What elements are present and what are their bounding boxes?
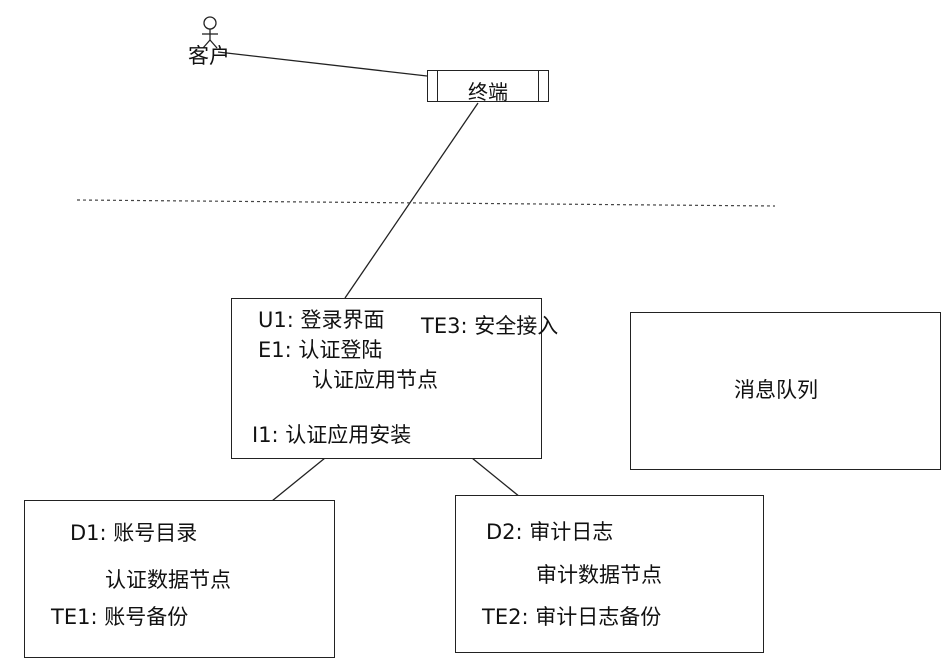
terminal-auth-app-connector <box>344 102 479 299</box>
terminal-node[interactable]: 终端 <box>427 70 549 104</box>
auth-app-item-i1: I1: 认证应用安装 <box>252 423 412 447</box>
audit-data-item-d2: D2: 审计日志 <box>486 520 614 544</box>
boundary-divider <box>76 199 776 207</box>
auth-data-item-te1: TE1: 账号备份 <box>51 605 189 629</box>
message-queue-node[interactable] <box>630 312 941 470</box>
terminal-label: 终端 <box>468 80 508 104</box>
auth-data-node[interactable] <box>24 500 335 658</box>
auth-app-node-name: 认证应用节点 <box>312 368 438 392</box>
audit-data-node-name: 审计数据节点 <box>536 563 662 587</box>
auth-app-auth-data-connector <box>271 457 326 502</box>
message-queue-label: 消息队列 <box>734 378 818 402</box>
audit-data-item-te2: TE2: 审计日志备份 <box>482 605 662 629</box>
auth-app-item-e1: E1: 认证登陆 <box>258 338 383 362</box>
auth-data-node-name: 认证数据节点 <box>105 568 231 592</box>
audit-data-node[interactable] <box>455 495 764 653</box>
actor-terminal-connector <box>217 51 428 77</box>
terminal-left-bar <box>437 71 438 101</box>
actor-icon <box>202 16 218 49</box>
auth-app-item-u1: U1: 登录界面 <box>258 308 385 332</box>
auth-data-item-d1: D1: 账号目录 <box>70 521 198 545</box>
terminal-right-bar <box>538 71 539 101</box>
auth-app-item-te3: TE3: 安全接入 <box>421 314 559 338</box>
actor-label: 客户 <box>188 44 230 68</box>
auth-app-audit-data-connector <box>471 457 521 498</box>
auth-app-node[interactable] <box>231 298 542 459</box>
